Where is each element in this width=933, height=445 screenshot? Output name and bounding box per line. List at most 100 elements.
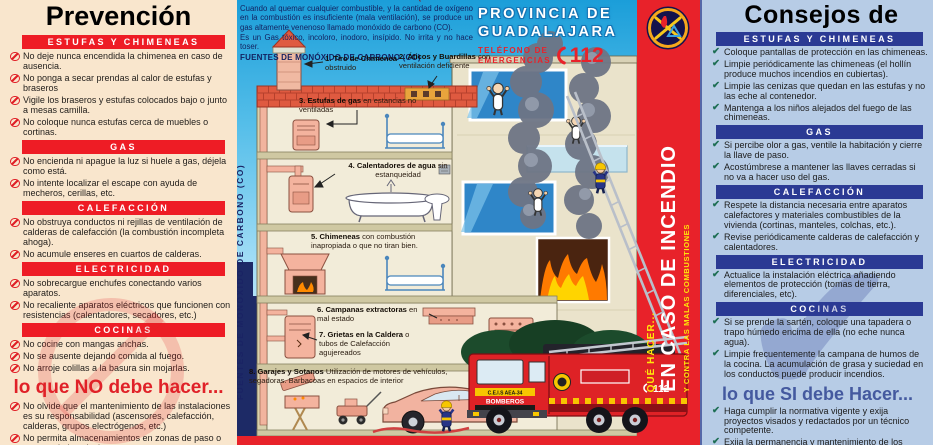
item-text: No intente localizar el escape con ayuda… bbox=[23, 178, 198, 198]
fireplace bbox=[266, 247, 330, 295]
phone-number: 112 bbox=[569, 44, 604, 67]
section-items: No encienda ni apague la luz si huele a … bbox=[0, 156, 237, 198]
item-text: No recaliente aparatos eléctricos que fu… bbox=[23, 300, 231, 320]
item-text: No obstruya conductos ni rejillas de ven… bbox=[23, 217, 225, 247]
section-estufas-chimeneas: ESTUFAS Y CHIMENEAS Coloque pantallas de… bbox=[702, 32, 933, 123]
page-title-prevencion: Prevención bbox=[45, 1, 192, 31]
intro-paragraph: Cuando al quemar cualquier combustible, … bbox=[240, 4, 473, 32]
attic-vent bbox=[404, 87, 450, 101]
callout-estufas-gas: 3. Estufas de gas en estancias no ventil… bbox=[299, 96, 417, 114]
item-text: Exija la permanencia y mantenimiento de … bbox=[724, 437, 903, 445]
item-text: No sobrecargue enchufes conectando vario… bbox=[23, 278, 202, 298]
section-items: Si se prende la sartén, coloque una tapa… bbox=[702, 317, 933, 379]
prohibition-icon bbox=[10, 401, 20, 411]
callout-garajes: 8. Garajes y Sotanos Utilización de moto… bbox=[249, 367, 448, 385]
section-items: Actualice la instalación eléctrica añadi… bbox=[702, 270, 933, 301]
check-icon bbox=[712, 162, 720, 172]
list-item: Mantenga a los niños alejados del fuego … bbox=[712, 103, 928, 124]
item-text: No olvide que el mantenimiento de las in… bbox=[23, 401, 231, 431]
section-items: Respete la distancia necesaria entre apa… bbox=[702, 200, 933, 253]
list-item: Haga cumplir la normativa vigente y exij… bbox=[712, 405, 928, 437]
item-text: Limpie las cenizas que quedan en las est… bbox=[724, 80, 926, 101]
section-estufas-chimeneas: ESTUFAS Y CHIMENEAS No deje nunca encend… bbox=[0, 35, 237, 137]
fire-window bbox=[535, 236, 611, 304]
roof bbox=[256, 85, 478, 108]
section-gas: GAS No encienda ni apague la luz si huel… bbox=[0, 140, 237, 198]
list-item: Si percibe olor a gas, ventile la habita… bbox=[712, 140, 928, 161]
callout-tiro-chimenea: 1. Tiro de Chimenea obstruido bbox=[325, 54, 398, 72]
truck-name-text: BOMBEROS bbox=[486, 399, 525, 406]
prohibition-icon bbox=[10, 117, 20, 127]
intro-paragraph: Es un Gas tóxico, incoloro, inodoro, ins… bbox=[240, 32, 473, 52]
list-item: No obstruya conductos ni rejillas de ven… bbox=[10, 217, 232, 247]
extractor-hood bbox=[422, 307, 476, 325]
section-items: No obstruya conductos ni rejillas de ven… bbox=[0, 217, 237, 259]
callout-caldera: 7. Grietas en la Caldera o tubos de Cale… bbox=[319, 330, 410, 357]
item-text: No permita almacenamientos en zonas de p… bbox=[23, 433, 222, 445]
prohibition-icon bbox=[10, 156, 20, 166]
list-item: No deje nunca encendida la chimenea en c… bbox=[10, 51, 232, 71]
section-banner: CALEFACCIÓN bbox=[22, 201, 225, 215]
vertical-strip-text: QUÉ HACER... EN CASO DE INCENDIO Y CONTR… bbox=[637, 56, 700, 392]
fire-truck: C.E.I.S AEA-34 BOMBEROS 112 bbox=[467, 335, 688, 433]
si-items: Haga cumplir la normativa vigente y exij… bbox=[702, 405, 933, 445]
section-items: Coloque pantallas de protección en las c… bbox=[702, 47, 933, 124]
ladder bbox=[565, 91, 683, 361]
prohibition-icon bbox=[10, 278, 20, 288]
list-item: Revise periódicamente calderas de calefa… bbox=[712, 231, 928, 253]
advice-panel: Consejos de ESTUFAS Y CHIMENEAS Coloque … bbox=[700, 0, 933, 445]
sources-heading: FUENTES DE MONÓXIDO DE CARBONO (CO) bbox=[240, 53, 421, 63]
illustration-panel: C.E.I.S AEA-34 BOMBEROS 112 EL PELIGRO D… bbox=[237, 0, 700, 445]
smoke bbox=[508, 31, 611, 239]
list-item: Vigile los braseros y estufas colocados … bbox=[10, 95, 232, 115]
page-title-consejos: Consejos de bbox=[744, 1, 899, 29]
prohibition-icon bbox=[10, 300, 20, 310]
prohibition-icon bbox=[10, 73, 20, 83]
check-icon bbox=[712, 47, 720, 57]
section-electricidad: ELECTRICIDAD No sobrecargue enchufes con… bbox=[0, 262, 237, 320]
list-item: No permita almacenamientos en zonas de p… bbox=[10, 433, 232, 445]
callout-aticos: 2. Áticos y Buardillas con ventilación d… bbox=[399, 52, 491, 70]
vent-grille bbox=[438, 164, 451, 175]
list-item: No coloque nunca estufas cerca de mueble… bbox=[10, 117, 232, 137]
list-item: No intente localizar el escape con ayuda… bbox=[10, 178, 232, 198]
list-item: No olvide que el mantenimiento de las in… bbox=[10, 401, 232, 431]
heading-si-debe-hacer: lo que SI debe Hacer... bbox=[721, 383, 914, 404]
item-text: Limpie frecuentemente la campana de humo… bbox=[724, 348, 924, 379]
section-calefaccion: CALEFACCIÓN No obstruya conductos ni rej… bbox=[0, 201, 237, 259]
check-icon bbox=[712, 59, 720, 69]
lawn-mower bbox=[336, 391, 382, 425]
prohibition-icon bbox=[10, 339, 20, 349]
item-text: Limpie periódicamente las chimeneas (el … bbox=[724, 58, 912, 79]
prevention-panel: Prevención ESTUFAS Y CHIMENEAS No deje n… bbox=[0, 0, 237, 445]
sink bbox=[424, 193, 450, 221]
section-calefaccion: CALEFACCIÓN Respete la distancia necesar… bbox=[702, 184, 933, 253]
house-illustration: C.E.I.S AEA-34 BOMBEROS 112 bbox=[237, 0, 700, 445]
co-intro-text: EL PELIGRO DE UNA MALA COMBUSTIÓN (CUIDA… bbox=[240, 0, 473, 63]
barbecue bbox=[280, 372, 320, 431]
phone-icon bbox=[556, 46, 566, 65]
truck-phone-text: 112 bbox=[653, 384, 670, 395]
check-icon bbox=[712, 406, 720, 416]
province-line2: GUADALAJARA bbox=[478, 23, 618, 40]
vertical-caption: FUENTES DE MONÓXIDO DE CARBONO (CO) bbox=[237, 163, 245, 400]
list-item: No recaliente aparatos eléctricos que fu… bbox=[10, 300, 232, 320]
no-items: No olvide que el mantenimiento de las in… bbox=[0, 401, 237, 445]
item-text: Si se prende la sartén, coloque una tapa… bbox=[724, 317, 912, 348]
section-banner: ELECTRICIDAD bbox=[22, 262, 225, 276]
list-item: Exija la permanencia y mantenimiento de … bbox=[712, 437, 928, 445]
item-text: Haga cumplir la normativa vigente y exij… bbox=[724, 405, 910, 436]
list-item: Acostúmbrese a mantener las llaves cerra… bbox=[712, 162, 928, 183]
item-text: Revise periódicamente calderas de calefa… bbox=[724, 231, 920, 252]
strip-main: EN CASO DE INCENDIO bbox=[658, 145, 680, 392]
list-item: No se ausente dejando comida al fuego. bbox=[10, 351, 232, 361]
chimney bbox=[271, 29, 307, 91]
section-banner: ELECTRICIDAD bbox=[716, 254, 923, 269]
fire-hose bbox=[372, 426, 470, 434]
item-text: No deje nunca encendida la chimenea en c… bbox=[23, 51, 223, 71]
check-icon bbox=[712, 317, 720, 327]
section-items: No sobrecargue enchufes conectando vario… bbox=[0, 278, 237, 320]
truck-code-plate bbox=[475, 388, 535, 396]
strip-que-hacer: QUÉ HACER... bbox=[646, 311, 657, 392]
